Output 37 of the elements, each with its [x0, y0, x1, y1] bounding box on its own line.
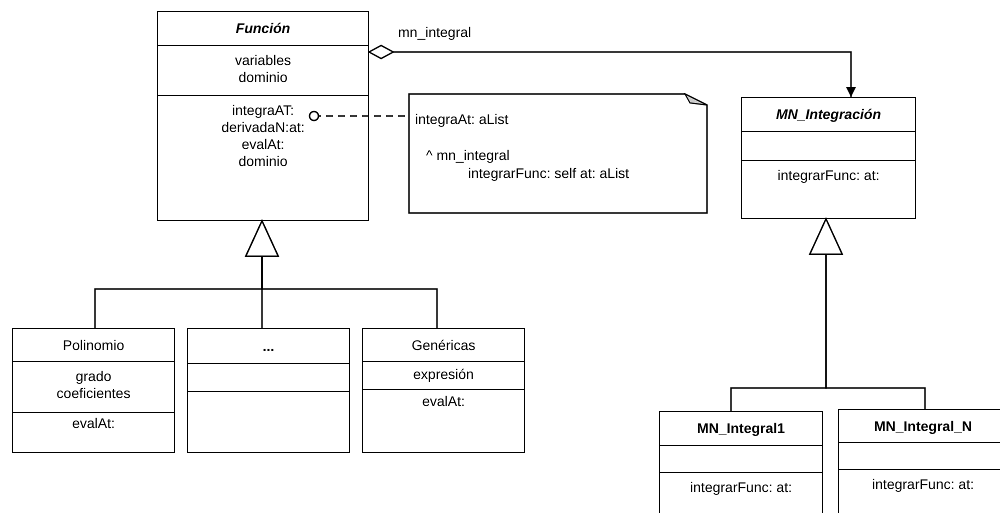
attribute-text: coeficientes: [56, 385, 130, 402]
method-text: derivadaN:at:: [221, 119, 305, 136]
method-text: integraAT:: [232, 102, 294, 119]
attribute-text: grado: [76, 368, 112, 385]
inheritance-arrow: [245, 220, 438, 328]
method-text: evalAt:: [422, 393, 465, 410]
class-box: [157, 11, 369, 221]
class-box: [741, 97, 916, 219]
class-name: Polinomio: [62, 336, 124, 354]
note-connector: [308, 110, 408, 122]
class-name: MN_Integral_N: [874, 418, 972, 434]
method-text: evalAt:: [72, 415, 115, 432]
method-text: integrarFunc: at:: [872, 476, 974, 493]
class-name: Genéricas: [412, 336, 476, 354]
class-box: [12, 328, 175, 453]
note-box: [408, 93, 708, 214]
method-text: dominio: [238, 153, 288, 170]
method-text: evalAt:: [242, 136, 284, 153]
note-text: integrarFunc: self at: aList: [468, 165, 630, 182]
method-text: integrarFunc: at:: [778, 167, 880, 184]
class-name: MN_Integración: [776, 106, 881, 123]
class-box: [838, 409, 1000, 513]
note-text: integraAt: aList: [415, 111, 508, 128]
note-text: ^ mn_integral: [426, 147, 510, 164]
inheritance-arrow: [809, 218, 926, 409]
class-name: MN_Integral1: [697, 420, 785, 437]
class-box: [187, 328, 350, 453]
class-box: [659, 411, 823, 513]
class-box: [362, 328, 525, 453]
method-text: integrarFunc: at:: [690, 479, 792, 496]
aggregation-arrow: [368, 44, 856, 97]
class-name: ...: [262, 338, 274, 354]
edge-label: mn_integral: [396, 24, 474, 40]
attribute-text: variables: [234, 52, 292, 69]
class-name: Función: [236, 20, 290, 37]
attribute-text: expresión: [413, 366, 474, 383]
attribute-text: dominio: [238, 69, 288, 86]
